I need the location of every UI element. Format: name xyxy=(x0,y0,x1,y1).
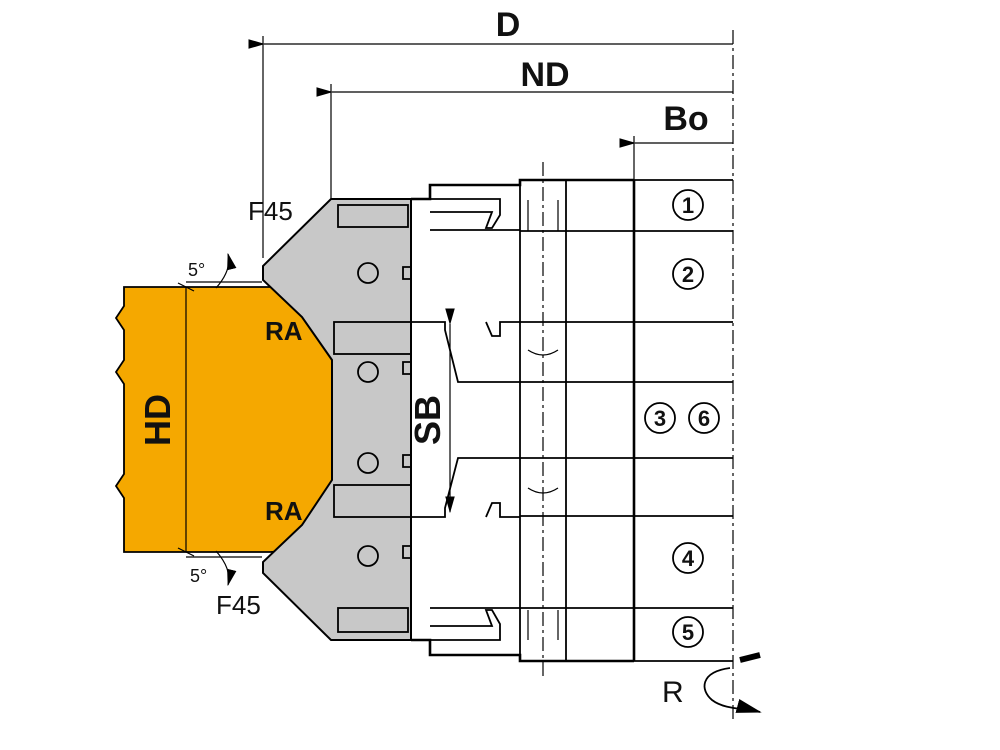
rotation-arrow xyxy=(703,652,762,713)
svg-text:4: 4 xyxy=(682,546,695,571)
angle-top-label: 5° xyxy=(188,260,205,280)
angle-arc-bottom xyxy=(215,550,237,587)
svg-text:3: 3 xyxy=(654,406,666,431)
part-number-4: 4 xyxy=(672,542,704,574)
insert-ra-top xyxy=(333,321,412,355)
dimension-bo-label: Bo xyxy=(663,100,708,138)
part-number-5: 5 xyxy=(672,616,704,648)
insert-top xyxy=(337,204,409,228)
part-number-6: 6 xyxy=(688,402,720,434)
screw-3 xyxy=(357,452,379,474)
ra-bottom-label: RA xyxy=(265,496,303,526)
screw-4 xyxy=(357,545,379,567)
svg-text:5: 5 xyxy=(682,620,694,645)
insert-bottom xyxy=(337,607,409,633)
dimension-nd-label: ND xyxy=(520,56,569,94)
angle-bottom-label: 5° xyxy=(190,566,207,586)
insert-ra-bottom xyxy=(333,484,412,518)
ra-top-label: RA xyxy=(265,316,303,346)
ring-stack xyxy=(411,162,733,680)
part-number-3: 3 xyxy=(644,402,676,434)
part-number-1: 1 xyxy=(672,189,704,221)
part-number-2: 2 xyxy=(672,258,704,290)
dimension-d-label: D xyxy=(496,6,521,44)
rotation-label: R xyxy=(662,676,684,709)
svg-text:2: 2 xyxy=(682,262,694,287)
screw-2 xyxy=(357,361,379,383)
dimension-sb-label: SB xyxy=(407,395,448,445)
dimension-lines xyxy=(248,36,733,258)
angle-arc-top xyxy=(215,252,237,289)
svg-text:6: 6 xyxy=(698,406,710,431)
f45-top-label: F45 xyxy=(248,196,293,226)
dimension-hd-label: HD xyxy=(137,394,178,446)
screw-1 xyxy=(357,262,379,284)
svg-text:1: 1 xyxy=(682,193,694,218)
f45-bottom-label: F45 xyxy=(216,590,261,620)
